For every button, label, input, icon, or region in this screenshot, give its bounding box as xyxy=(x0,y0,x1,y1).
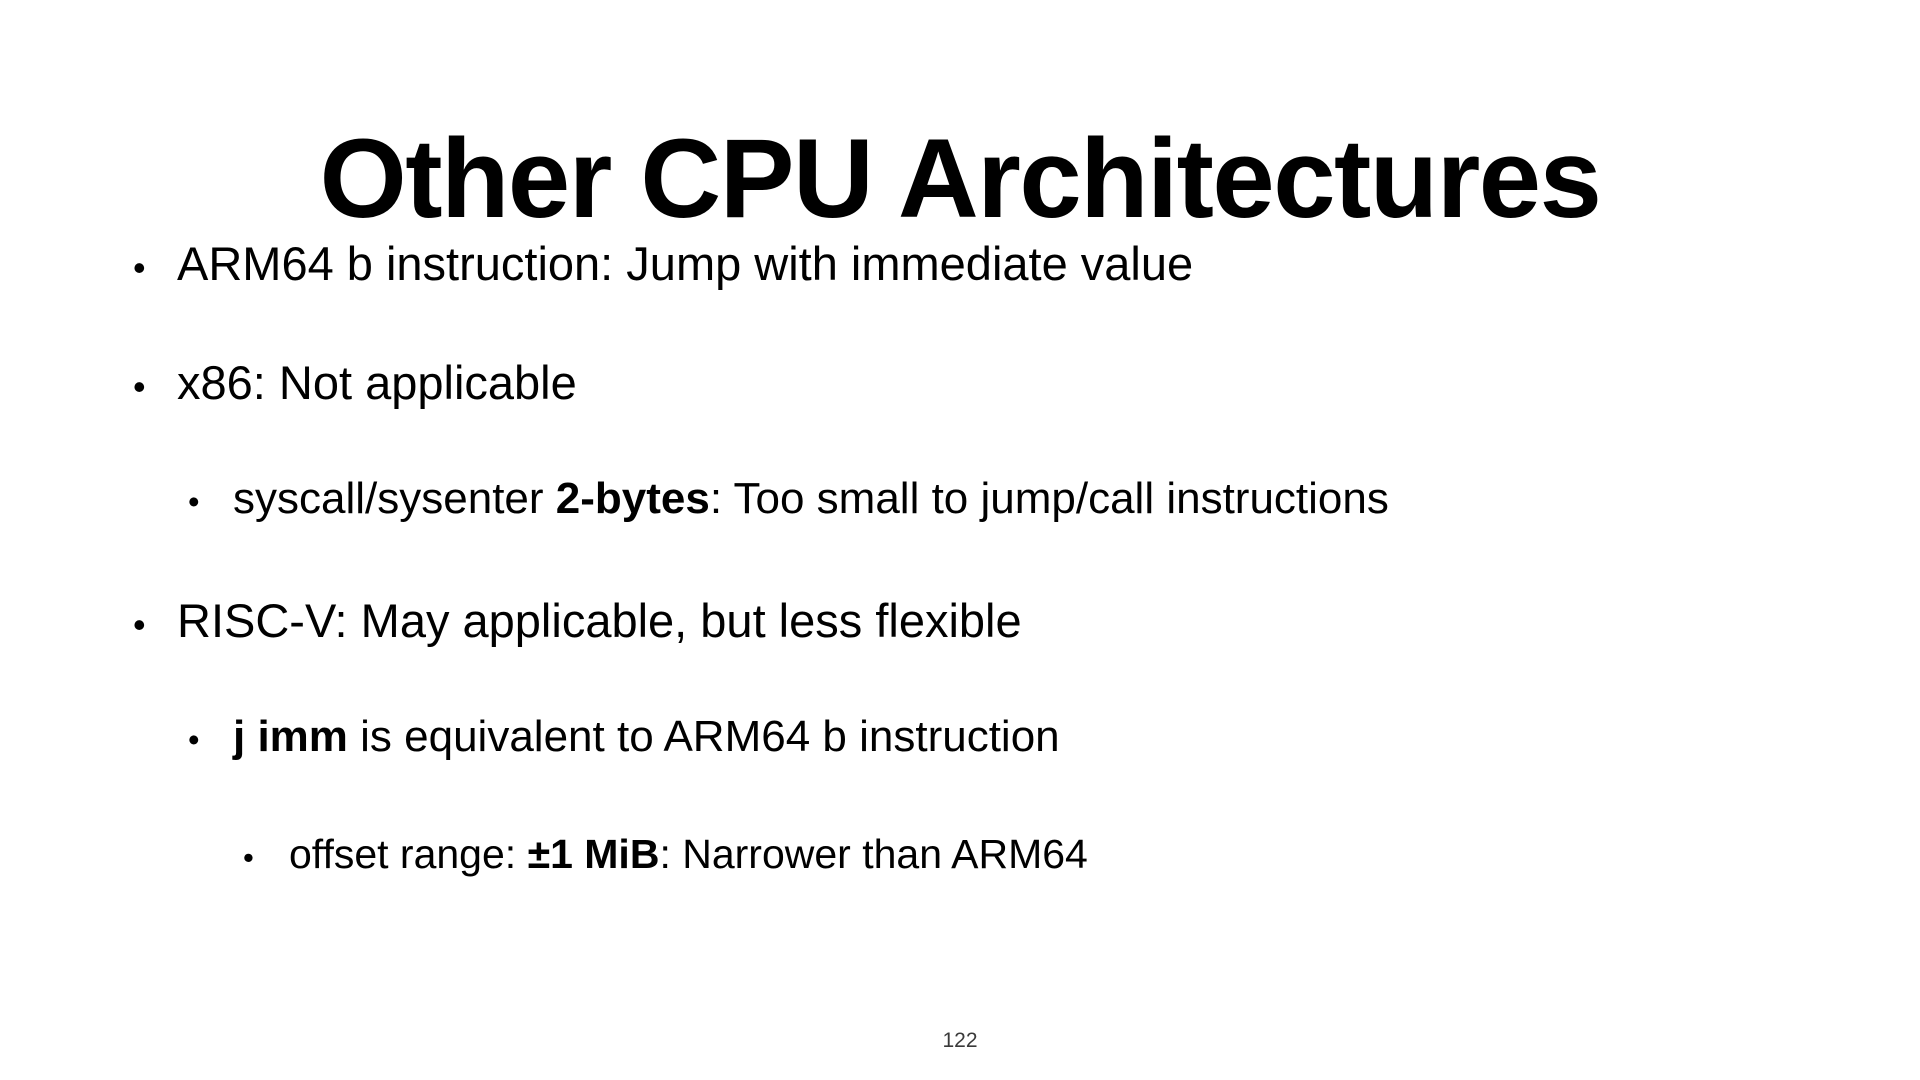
bullet-point-icon: • xyxy=(133,247,146,288)
bullet-item: • offset range: ±1 MiB: Narrower than ARM… xyxy=(0,831,1920,950)
bullet-item: • RISC-V: May applicable, but less flexib… xyxy=(0,593,1920,712)
bullet-item: • j imm is equivalent to ARM64 b instruct… xyxy=(0,712,1920,831)
bullet-point-icon: • xyxy=(243,840,254,875)
slide-title: Other CPU Architectures xyxy=(319,116,1602,242)
bullet-item-label: RISC-V: May applicable, but less flexibl… xyxy=(177,594,1022,647)
bullet-emphasis: ±1 MiB xyxy=(527,831,660,877)
bullet-point-icon: • xyxy=(188,483,200,520)
bullet-point-icon: • xyxy=(133,604,146,645)
bullet-emphasis: j imm xyxy=(233,712,348,761)
bullet-item: • ARM64 b instruction: Jump with immediat… xyxy=(0,236,1920,355)
bullet-item-label: ARM64 b instruction: Jump with immediate… xyxy=(177,237,1194,290)
bullet-item-label: syscall/sysenter 2-bytes: Too small to j… xyxy=(233,474,1389,523)
bullet-item: • syscall/sysenter 2-bytes: Too small to … xyxy=(0,474,1920,593)
bullet-item-label: x86: Not applicable xyxy=(177,356,577,409)
bullet-list: • ARM64 b instruction: Jump with immediat… xyxy=(0,236,1920,950)
bullet-point-icon: • xyxy=(188,721,200,758)
bullet-point-icon: • xyxy=(133,366,146,407)
page-number: 122 xyxy=(942,1029,978,1052)
bullet-item: • x86: Not applicable xyxy=(0,355,1920,474)
bullet-item-label: j imm is equivalent to ARM64 b instructi… xyxy=(233,712,1060,761)
bullet-emphasis: 2-bytes xyxy=(555,474,710,523)
bullet-item-label: offset range: ±1 MiB: Narrower than ARM6… xyxy=(289,831,1088,877)
